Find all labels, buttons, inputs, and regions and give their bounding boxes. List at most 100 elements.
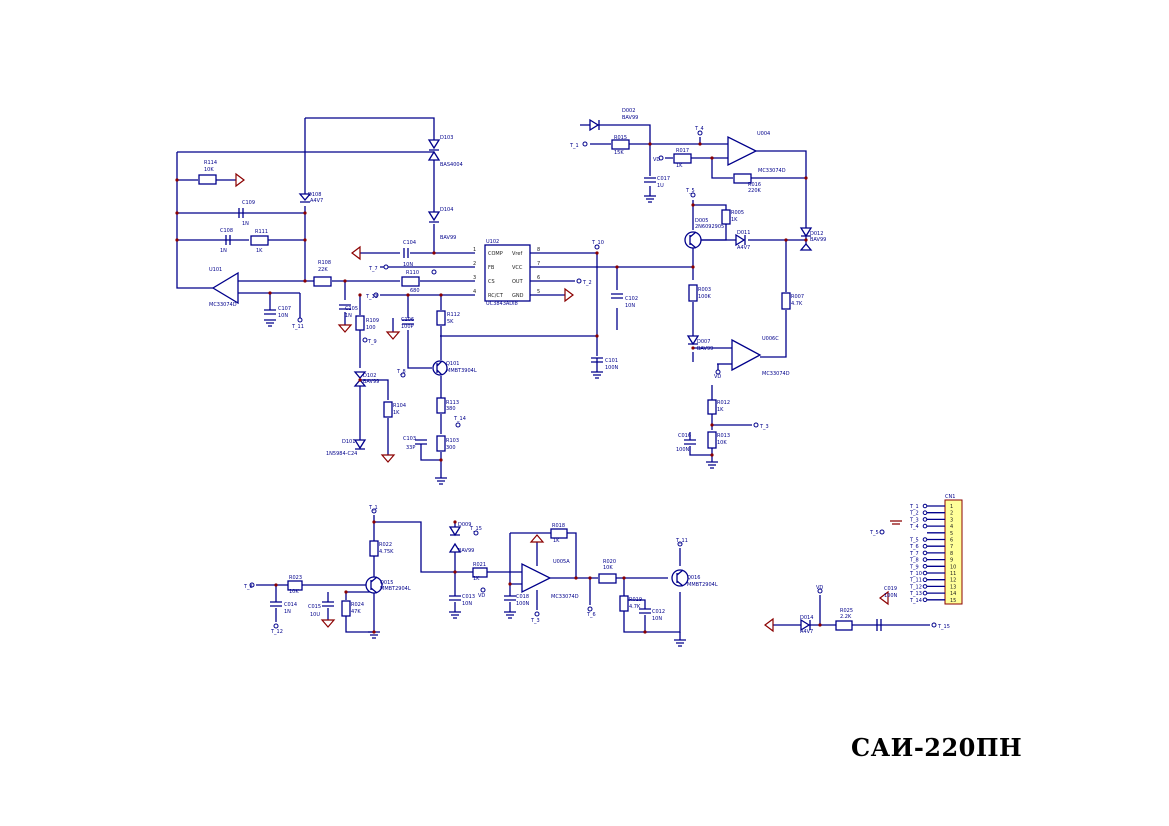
net-t10: T_10 [591,240,604,246]
r016-label: R016 [748,182,761,188]
r005-value: 1K [731,217,738,223]
q101-label: Q101 [446,361,459,367]
connector-pin-number: 7 [950,544,953,550]
ground-symbol [351,245,361,261]
c017-capacitor [644,177,656,183]
u102-part: UC3843ADI8 [486,301,518,307]
r017-resistor [673,153,692,164]
pin-num-2: 2 [473,261,476,267]
connector-net-label: T_9 [909,564,919,570]
r103-label: R103 [446,438,459,444]
d007-value: BAV99 [697,346,713,352]
net-t4: T_4 [694,126,704,132]
connector-test-point [922,590,928,596]
r025-value: 2.2K [840,614,852,620]
test-points [249,130,937,629]
ground-symbol [337,324,353,333]
connector-test-point [922,550,928,556]
c101-label: C101 [605,358,618,364]
r016-value: 220K [748,188,762,194]
c108-capacitor [225,235,231,245]
d012a-diode [799,227,813,238]
connector-pin-number: 1 [950,504,953,510]
r015-label: R015 [614,135,627,141]
component-labels: R114 10K C109 1N C108 1N R111 1K D108 A4… [204,108,955,635]
r013-label: R013 [717,433,730,439]
c107-label: C107 [278,306,291,312]
c019-value: 100N [884,593,898,599]
r024-value: 47K [351,609,361,615]
ground-symbol [385,331,401,340]
u101-opamp [211,271,239,305]
ground-symbol [320,619,336,628]
c101-value: 100N [605,365,619,371]
r114-label: R114 [204,160,217,166]
connector-test-point [922,564,928,569]
connector-net-label: T_12 [909,584,922,590]
c103-label: C103 [403,436,416,442]
junction-dots [175,142,822,634]
ground-symbol [564,287,574,303]
r013-resistor [707,431,717,449]
connector-body [944,499,963,605]
pin-comp: COMP [488,251,503,257]
d011-label: D011 [737,230,750,236]
connector-pin-number: 5 [950,531,953,537]
u104-opamp [727,135,758,167]
q015-value: MMBT2904L [380,586,411,592]
u104-ref: U004 [757,131,770,137]
connector-pin-number: 14 [950,591,956,597]
c109-capacitor [238,208,244,218]
q101-value: MMBT3904L [446,368,477,374]
r003-value: 100K [698,294,712,300]
net-t12: T_12 [270,629,283,635]
c014-value: 1N [284,609,291,615]
r018-resistor [550,528,568,539]
d108-diode [298,193,312,203]
connector-test-point [922,517,928,522]
c106-label: C106 [401,317,414,323]
u101-part: MC33074D [209,302,237,308]
d012-label: D012 [810,231,823,237]
c109-label: C109 [242,200,255,206]
connector-pin-number: 13 [950,584,956,590]
connector-net-label: T_2 [909,511,919,517]
d005-transistor [684,231,702,249]
pin-num-5: 5 [537,289,540,295]
r114-value: 10K [204,167,214,173]
r023-label: R023 [289,575,302,581]
pin-vref: Vref [512,251,522,257]
r109-resistor [355,315,365,331]
r017-value: 1K [676,163,683,169]
net-t11: T_11 [291,324,304,330]
c106-value: 100P [401,324,414,330]
connector-net-label: T_4 [909,524,919,530]
c017-label: C017 [657,176,670,182]
d104-label: D104 [440,207,453,213]
ground-symbol [235,172,245,188]
r114-resistor [198,174,217,185]
c102-capacitor [611,293,623,299]
net-t1: T_1 [569,143,579,149]
r005-resistor [721,209,731,225]
u106-opamp [731,338,762,372]
block-output-stage [256,515,930,647]
d011-diode [735,233,746,247]
c107-capacitor [264,309,276,315]
r019-value: 4.7K [629,604,641,610]
c013-capacitor [449,595,461,601]
cn1-label: CN1 [945,494,955,500]
r109-label: R109 [366,318,379,324]
net-t1b: T_1 [368,505,378,511]
net-labels: T_11 T_7 T_14 T_10 T_2 T_13 T_9 T_8 T_14… [243,126,950,635]
d102-diode [353,371,367,387]
ground-symbol [644,195,656,203]
r104-resistor [383,401,393,418]
connector-net-label: T_6 [909,544,919,550]
c013-value: 10N [462,601,472,607]
net-t7: T_7 [368,266,378,272]
r019-label: R019 [629,597,642,603]
pin-num-3: 3 [473,275,476,281]
net-vd4: VD [816,585,823,591]
c014-label: C014 [284,602,297,608]
